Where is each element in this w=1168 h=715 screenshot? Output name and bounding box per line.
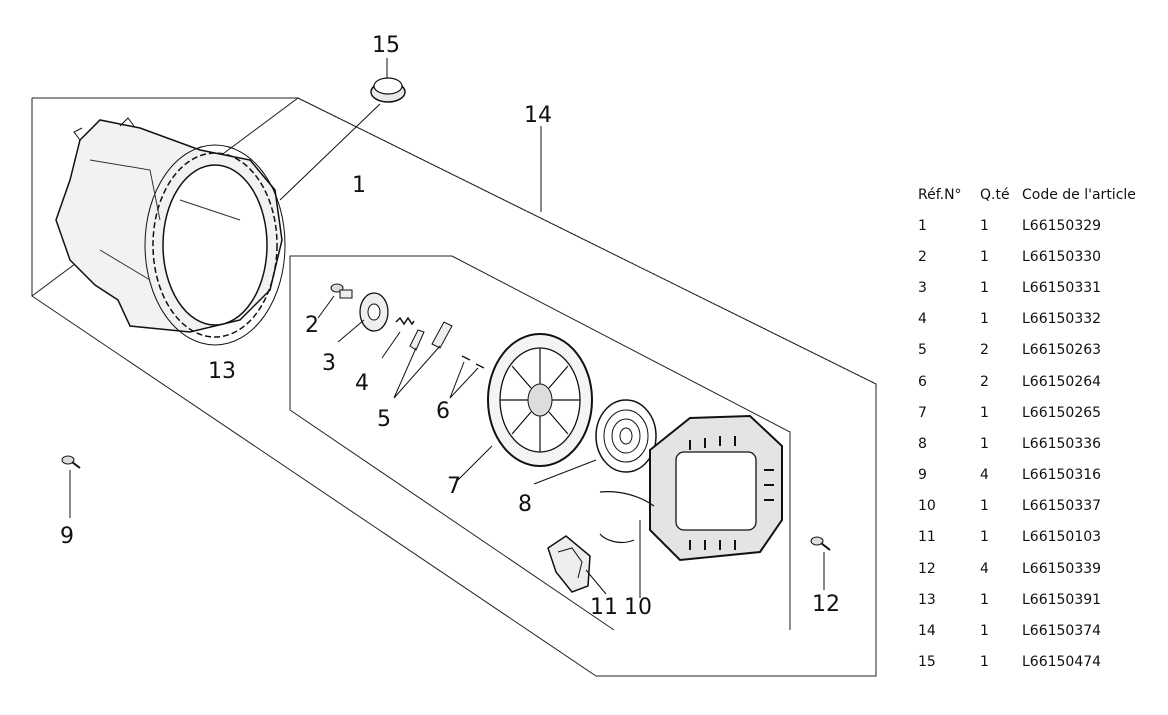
ref-cell: 6 bbox=[918, 373, 927, 390]
exploded-parts-diagram: 15 14 1 2 3 4 13 5 6 7 8 9 11 10 12 bbox=[31, 33, 877, 677]
ref-cell: 12 bbox=[918, 560, 936, 577]
table-row: 12 4 L66150339 bbox=[912, 553, 1162, 584]
callout-4: 4 bbox=[355, 371, 369, 396]
handle-part bbox=[547, 535, 591, 593]
code-cell: L66150331 bbox=[1022, 279, 1102, 296]
callout-6: 6 bbox=[436, 399, 450, 424]
code-column-header: Code de l'article bbox=[1022, 187, 1136, 203]
ref-cell: 11 bbox=[918, 529, 936, 546]
ref-cell: 3 bbox=[918, 279, 927, 296]
callout-9: 9 bbox=[60, 524, 74, 549]
code-cell: L66150265 bbox=[1022, 404, 1102, 421]
table-header-row: Réf.N° Q.té Code de l'article bbox=[912, 180, 1162, 210]
callout-1: 1 bbox=[352, 173, 366, 198]
code-cell: L66150374 bbox=[1022, 623, 1102, 640]
qty-cell: 2 bbox=[980, 373, 989, 390]
callout-3: 3 bbox=[322, 351, 336, 376]
ratchet-part bbox=[359, 292, 389, 332]
ref-cell: 2 bbox=[918, 248, 927, 265]
ref-cell: 14 bbox=[918, 623, 936, 640]
table-row: 6 2 L66150264 bbox=[912, 366, 1162, 397]
callout-14: 14 bbox=[524, 103, 552, 128]
table-row: 2 1 L66150330 bbox=[912, 241, 1162, 272]
ref-cell: 9 bbox=[918, 467, 927, 484]
code-cell: L66150332 bbox=[1022, 311, 1102, 328]
code-cell: L66150329 bbox=[1022, 217, 1102, 234]
table-row: 14 1 L66150374 bbox=[912, 615, 1162, 646]
callout-12: 12 bbox=[812, 592, 840, 617]
fan-housing-part bbox=[55, 117, 286, 346]
table-row: 5 2 L66150263 bbox=[912, 335, 1162, 366]
assembly-frame-dotted bbox=[297, 97, 877, 385]
table-row: 9 4 L66150316 bbox=[912, 460, 1162, 491]
ref-cell: 1 bbox=[918, 217, 927, 234]
code-cell: L66150336 bbox=[1022, 435, 1102, 452]
code-cell: L66150264 bbox=[1022, 373, 1102, 390]
ref-cell: 15 bbox=[918, 654, 936, 671]
table-row: 1 1 L66150329 bbox=[912, 210, 1162, 241]
ref-cell: 10 bbox=[918, 498, 936, 515]
callout-2: 2 bbox=[305, 313, 319, 338]
cap-part bbox=[370, 77, 406, 103]
table-row: 3 1 L66150331 bbox=[912, 272, 1162, 303]
code-cell: L66150391 bbox=[1022, 591, 1102, 608]
qty-cell: 4 bbox=[980, 467, 989, 484]
qty-column-header: Q.té bbox=[980, 187, 1010, 203]
table-row: 7 1 L66150265 bbox=[912, 397, 1162, 428]
table-row: 13 1 L66150391 bbox=[912, 584, 1162, 615]
code-cell: L66150337 bbox=[1022, 498, 1102, 515]
table-row: 4 1 L66150332 bbox=[912, 304, 1162, 335]
screw-part-9 bbox=[61, 455, 81, 469]
ref-cell: 7 bbox=[918, 404, 927, 421]
ref-cell: 4 bbox=[918, 311, 927, 328]
screw-part-12 bbox=[810, 536, 831, 551]
code-cell: L66150263 bbox=[1022, 342, 1102, 359]
pin-parts bbox=[461, 355, 485, 369]
bolt-part bbox=[330, 283, 353, 299]
pulley-part bbox=[487, 333, 593, 467]
code-cell: L66150330 bbox=[1022, 248, 1102, 265]
callout-10: 10 bbox=[624, 595, 652, 620]
qty-cell: 1 bbox=[980, 654, 989, 671]
starter-case-part bbox=[599, 414, 783, 562]
callout-13: 13 bbox=[208, 359, 236, 384]
qty-cell: 1 bbox=[980, 217, 989, 234]
qty-cell: 1 bbox=[980, 529, 989, 546]
qty-cell: 1 bbox=[980, 404, 989, 421]
assembly-frame-inner bbox=[289, 255, 791, 631]
table-row: 15 1 L66150474 bbox=[912, 647, 1162, 678]
recoil-spring-part bbox=[595, 399, 657, 473]
qty-cell: 1 bbox=[980, 435, 989, 452]
ref-column-header: Réf.N° bbox=[918, 187, 962, 203]
code-cell: L66150103 bbox=[1022, 529, 1102, 546]
callout-7: 7 bbox=[447, 474, 461, 499]
callout-5: 5 bbox=[377, 407, 391, 432]
code-cell: L66150474 bbox=[1022, 654, 1102, 671]
qty-cell: 1 bbox=[980, 591, 989, 608]
qty-cell: 1 bbox=[980, 311, 989, 328]
callout-8: 8 bbox=[518, 492, 532, 517]
table-row: 8 1 L66150336 bbox=[912, 428, 1162, 459]
spring-part bbox=[395, 316, 415, 326]
code-cell: L66150316 bbox=[1022, 467, 1102, 484]
code-cell: L66150339 bbox=[1022, 560, 1102, 577]
callout-11: 11 bbox=[590, 595, 618, 620]
ref-cell: 13 bbox=[918, 591, 936, 608]
ref-cell: 8 bbox=[918, 435, 927, 452]
qty-cell: 1 bbox=[980, 248, 989, 265]
qty-cell: 1 bbox=[980, 623, 989, 640]
callout-15: 15 bbox=[372, 33, 400, 58]
pawl-parts bbox=[409, 321, 453, 351]
qty-cell: 1 bbox=[980, 498, 989, 515]
ref-cell: 5 bbox=[918, 342, 927, 359]
qty-cell: 1 bbox=[980, 279, 989, 296]
leader-lines bbox=[69, 58, 825, 598]
qty-cell: 4 bbox=[980, 560, 989, 577]
qty-cell: 2 bbox=[980, 342, 989, 359]
table-row: 10 1 L66150337 bbox=[912, 491, 1162, 522]
